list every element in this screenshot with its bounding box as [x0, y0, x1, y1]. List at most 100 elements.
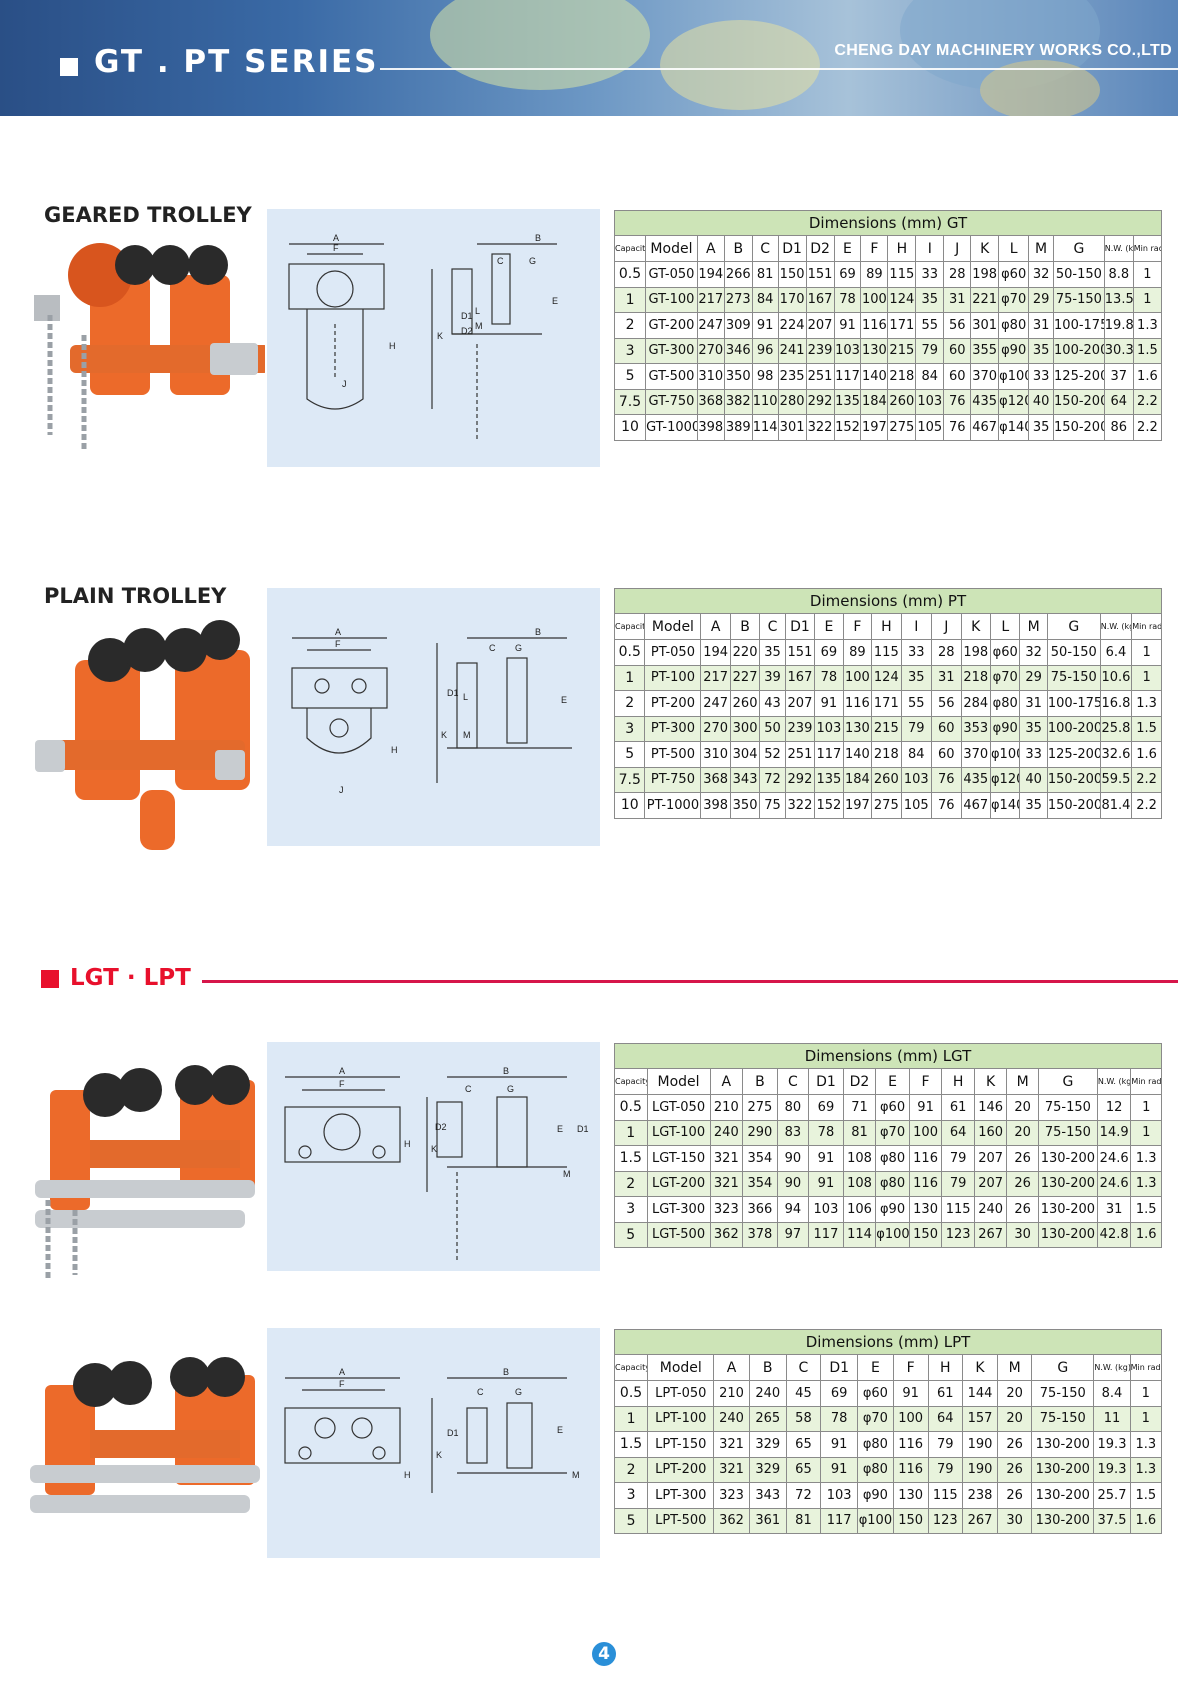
table-cell: 69	[808, 1094, 844, 1121]
svg-text:B: B	[503, 1367, 509, 1377]
col-header-radius: Min radius of curve (m)	[1130, 1068, 1162, 1095]
table-cell: 78	[820, 1405, 859, 1432]
table-cell: PT-050	[644, 639, 702, 666]
lgt-trolley-photo	[35, 1065, 255, 1280]
table-cell: 105	[900, 792, 933, 819]
svg-text:J: J	[342, 379, 347, 389]
table-cell: 389	[723, 414, 753, 441]
table-cell: 150	[908, 1221, 943, 1248]
table-cell: φ70	[998, 286, 1030, 313]
table-cell: 130-200	[1037, 1170, 1098, 1197]
table-cell: 150-200	[1046, 792, 1101, 819]
table-cell: 2.2	[1131, 792, 1162, 819]
table-cell: 207	[784, 690, 816, 717]
table-cell: 116	[892, 1456, 929, 1483]
table-cell: 81	[785, 1507, 822, 1534]
table-cell: 117	[820, 1507, 859, 1534]
table-cell: 170	[777, 286, 807, 313]
lpt-trolley-photo	[30, 1357, 260, 1513]
table-cell: 151	[805, 261, 835, 288]
table-cell: PT-750	[644, 766, 702, 793]
table-cell: 116	[842, 690, 873, 717]
table-cell: 116	[860, 312, 889, 339]
table-cell: 210	[709, 1094, 744, 1121]
table-cell: 79	[941, 1145, 975, 1172]
table-cell: 130	[908, 1196, 943, 1223]
table-cell: 160	[973, 1119, 1008, 1146]
table-cell: 2	[614, 1170, 648, 1197]
col-header-capacity: Capacity (ton)	[613, 613, 646, 640]
table-cell: 3	[613, 337, 647, 364]
table-cell: 81	[842, 1119, 877, 1146]
col-header-radius: Min radius of curve (m)	[1132, 235, 1163, 262]
table-cell: 31	[1019, 690, 1048, 717]
table-cell: 2.2	[1131, 766, 1162, 793]
table-cell: 370	[970, 363, 1000, 390]
svg-text:F: F	[339, 1379, 345, 1389]
table-caption: Dimensions (mm) LGT	[614, 1043, 1162, 1069]
table-cell: φ100	[857, 1507, 894, 1534]
table-cell: 91	[908, 1094, 943, 1121]
table-cell: 218	[960, 664, 991, 691]
table-cell: 12	[1096, 1094, 1132, 1121]
table-cell: 171	[887, 312, 917, 339]
table-cell: 190	[961, 1456, 999, 1483]
table-cell: 1	[1130, 1119, 1162, 1146]
table-cell: 1.3	[1130, 1145, 1162, 1172]
table-cell: 97	[776, 1221, 810, 1248]
plain-trolley-photo	[35, 620, 250, 850]
table-cell: 58	[785, 1405, 822, 1432]
table-cell: φ120	[998, 388, 1030, 415]
table-cell: 1	[1129, 1380, 1163, 1407]
col-header: D1	[820, 1354, 859, 1381]
table-cell: 60	[931, 741, 962, 768]
table-cell: 114	[842, 1221, 877, 1248]
table-cell: 76	[931, 792, 962, 819]
table-cell: 210	[713, 1380, 750, 1407]
table-cell: 25.7	[1093, 1482, 1131, 1509]
table-cell: 103	[808, 1196, 844, 1223]
table-cell: 115	[941, 1196, 975, 1223]
table-cell: 100-175	[1046, 690, 1101, 717]
table-cell: 10.6	[1099, 664, 1133, 691]
table-cell: 310	[696, 363, 725, 390]
col-header: Model	[644, 613, 702, 640]
svg-text:M: M	[475, 321, 483, 331]
table-cell: LPT-100	[647, 1405, 715, 1432]
company-name: CHENG DAY MACHINERY WORKS CO.,LTD	[834, 42, 1172, 59]
svg-text:M: M	[572, 1470, 580, 1480]
table-cell: 240	[748, 1380, 787, 1407]
table-cell: 435	[970, 388, 1000, 415]
table-cell: 130-200	[1031, 1456, 1095, 1483]
table-cell: 75-150	[1037, 1119, 1098, 1146]
table-cell: 8.4	[1093, 1380, 1131, 1407]
table-row: 5PT-500310304522511171402188460370φ10033…	[613, 741, 1162, 768]
col-header: C	[785, 1354, 822, 1381]
table-cell: 40	[1028, 388, 1055, 415]
table-cell: 69	[820, 1380, 859, 1407]
table-cell: 354	[742, 1170, 778, 1197]
table-cell: 292	[784, 766, 816, 793]
section-title-geared: GEARED TROLLEY	[44, 203, 252, 227]
table-cell: 260	[871, 766, 902, 793]
svg-text:G: G	[507, 1084, 514, 1094]
table-cell: PT-500	[644, 741, 702, 768]
col-header: M	[997, 1354, 1033, 1381]
table-cell: 29	[1028, 286, 1055, 313]
table-cell: 382	[723, 388, 753, 415]
table-cell: 7.5	[613, 766, 646, 793]
table-caption: Dimensions (mm) GT	[614, 210, 1162, 236]
table-cell: φ80	[857, 1431, 894, 1458]
table-cell: 26	[997, 1431, 1033, 1458]
col-header: B	[729, 613, 761, 640]
svg-text:K: K	[441, 730, 447, 740]
table-cell: 354	[742, 1145, 778, 1172]
table-cell: φ100	[875, 1221, 910, 1248]
col-header: H	[941, 1068, 975, 1095]
